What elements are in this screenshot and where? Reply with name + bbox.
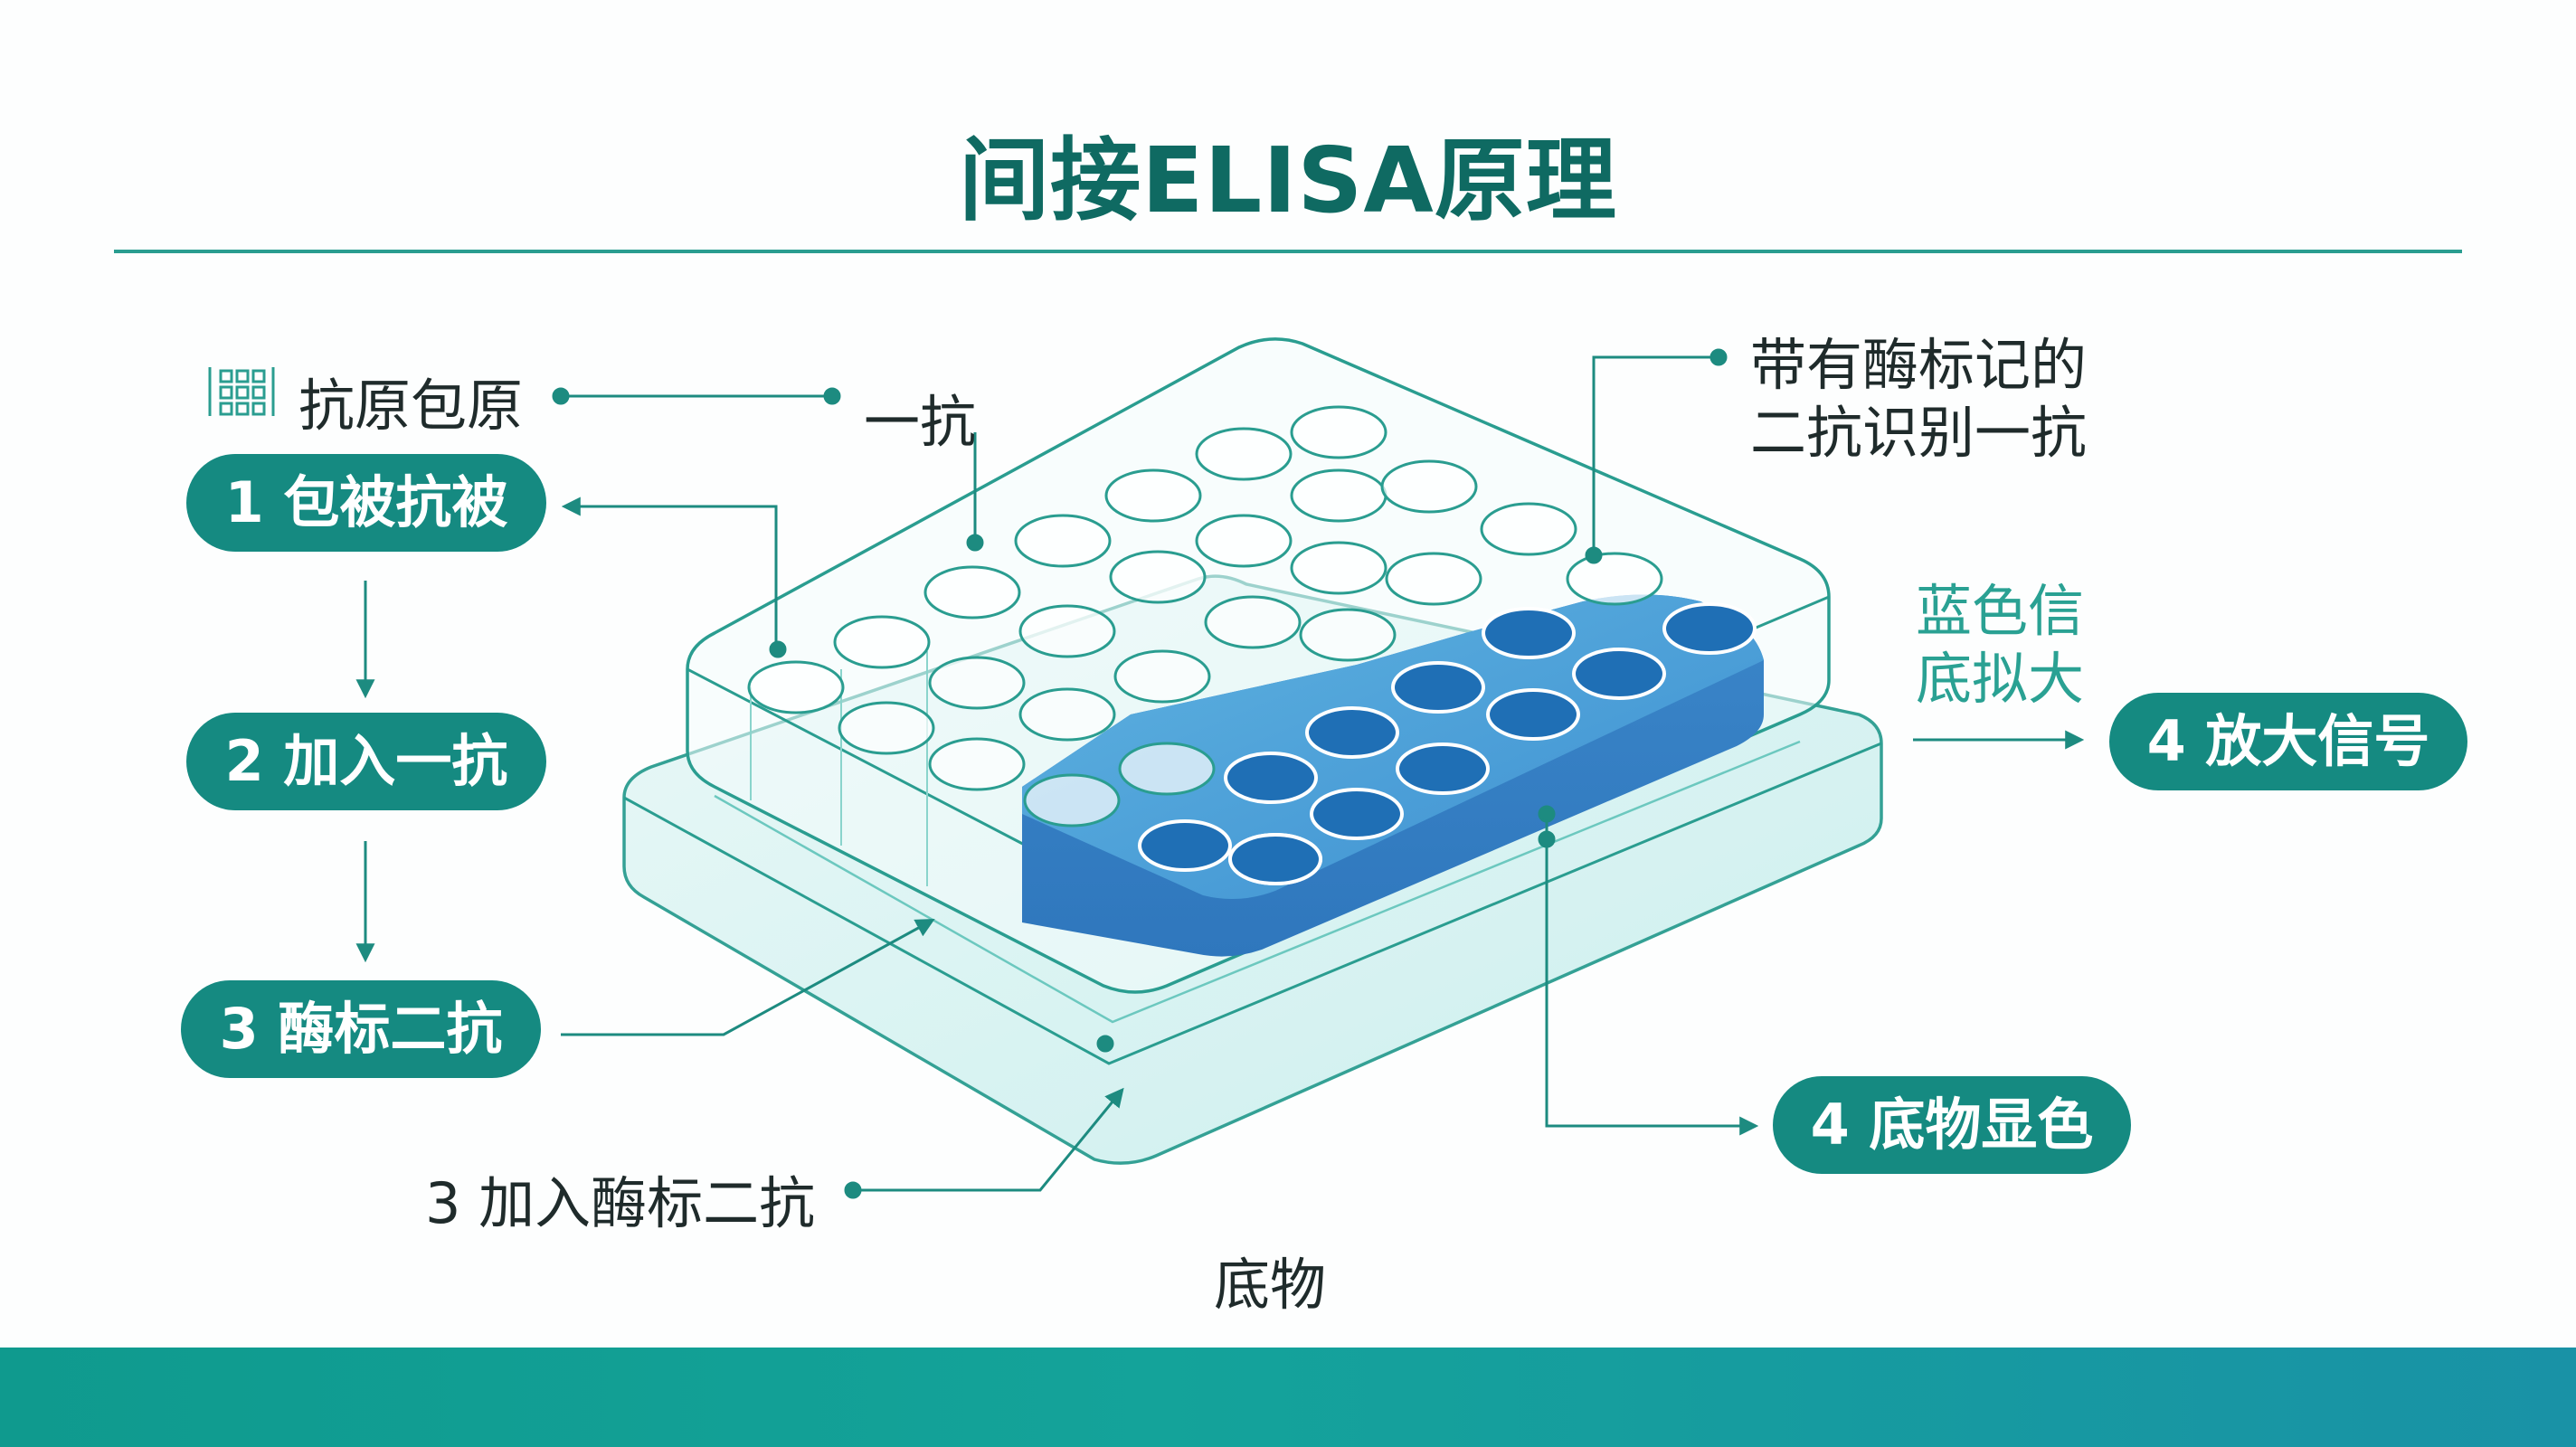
connector-to-step1 (561, 497, 778, 648)
label-blue-signal-line1: 蓝色信 (1916, 578, 2085, 644)
step4-amplify-pill: 4 放大信号 (2109, 693, 2467, 790)
title-divider (114, 250, 2462, 253)
step1-pill: 1 包被抗被 (186, 454, 546, 552)
label-primary-antibody: 一抗 (864, 389, 977, 455)
label-enzyme-secondary-line1: 带有酶标记的 (1750, 332, 2088, 398)
connector-step3-to-plate (561, 918, 935, 1036)
step4-substrate-pill: 4 底物显色 (1773, 1076, 2131, 1174)
connector-to-substrate (1545, 814, 1759, 1136)
step2-pill: 2 加入一抗 (186, 713, 546, 810)
label-antigen-coating: 抗原包原 (298, 373, 524, 439)
connector-add-secondary (855, 1087, 1124, 1192)
microplate (686, 337, 1831, 994)
step3-pill: 3 酶标二抗 (181, 980, 541, 1078)
label-add-enzyme-secondary: 3 加入酶标二抗 (425, 1170, 816, 1236)
label-blue-signal-line2: 底拟大 (1916, 646, 2085, 712)
plate-grid-icon (208, 367, 275, 416)
connector-enzyme-secondary (1592, 355, 1719, 555)
connector-lines (355, 348, 2085, 1199)
footer-band (0, 1348, 2576, 1447)
label-enzyme-secondary-line2: 二抗识别一抗 (1750, 400, 2088, 466)
label-substrate: 底物 (1214, 1252, 1327, 1318)
page-title: 间接ELISA原理 (959, 128, 1617, 233)
